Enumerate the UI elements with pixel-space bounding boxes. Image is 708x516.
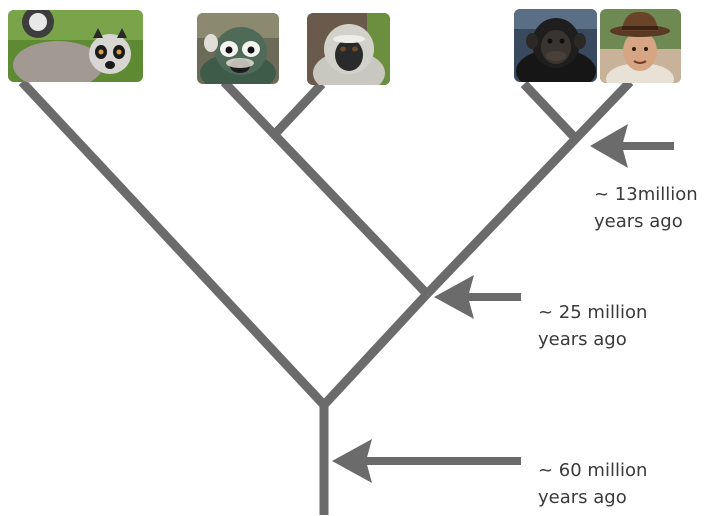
anthropoid-branch (320, 290, 431, 409)
lemur-branch (18, 78, 328, 409)
divergence-label-13-million: ~ 13million years ago (594, 181, 698, 235)
human-photo-icon (600, 9, 681, 83)
divergence-label-line2: years ago (538, 487, 627, 508)
divergence-label-line2: years ago (538, 329, 627, 350)
divergence-label-line1: ~ 25 million (538, 302, 648, 323)
chimp-branch (520, 80, 580, 143)
squirrel-monkey-photo-icon (197, 13, 279, 84)
arrow-60-million (332, 439, 521, 483)
arrow-13-million (590, 124, 674, 168)
new-world-old-world-branch (220, 78, 431, 298)
divergence-label-line1: ~ 60 million (538, 460, 648, 481)
vervet-monkey-photo-icon (307, 13, 390, 85)
divergence-label-line1: ~ 13million (594, 184, 698, 205)
divergence-label-25-million: ~ 25 million years ago (538, 299, 647, 353)
monkey-branch (271, 80, 326, 138)
chimpanzee-photo-icon (514, 9, 597, 82)
divergence-label-60-million: ~ 60 million years ago (538, 457, 647, 511)
arrow-25-million (434, 275, 521, 319)
ape-branch (423, 78, 634, 298)
divergence-label-line2: years ago (594, 211, 683, 232)
ring-tailed-lemur-photo-icon (8, 10, 143, 82)
